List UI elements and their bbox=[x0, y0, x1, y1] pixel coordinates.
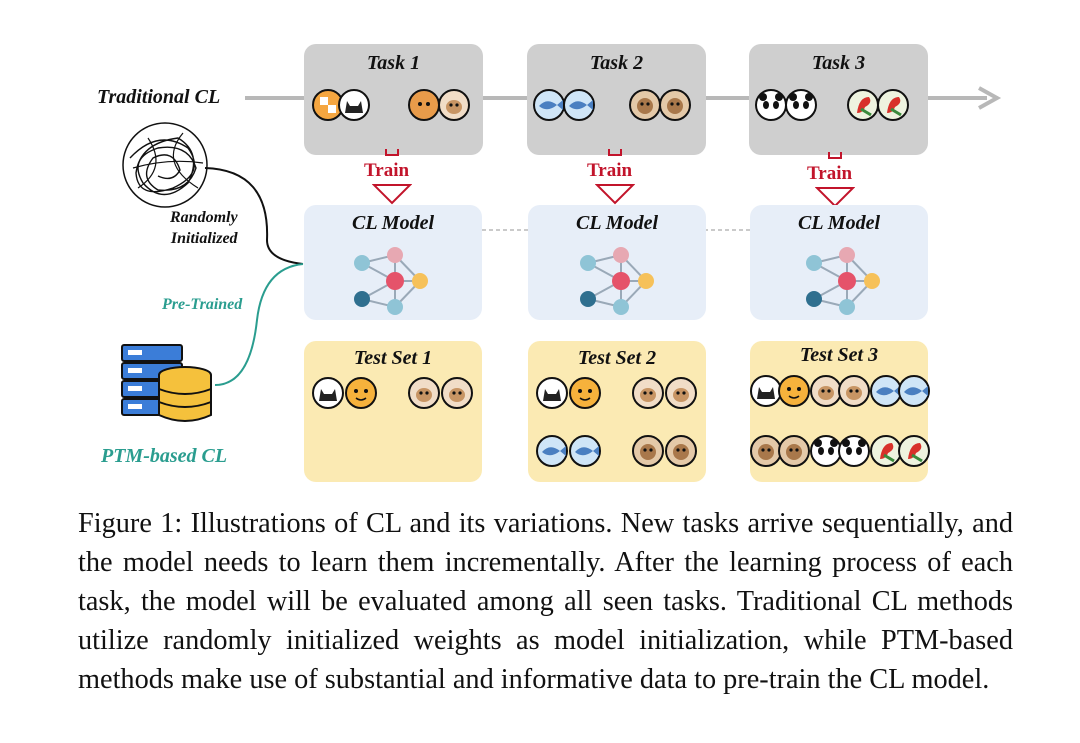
arrow-right-icon bbox=[978, 86, 1002, 110]
randomly-label: Randomly bbox=[170, 209, 238, 226]
task-box-2: Task 2 bbox=[527, 44, 706, 155]
database-icon bbox=[121, 344, 212, 422]
monkey-icon bbox=[750, 435, 810, 467]
test-set-title: Test Set 2 bbox=[577, 347, 657, 369]
traditional-cl-label: Traditional CL bbox=[97, 86, 221, 108]
dog-icon bbox=[408, 377, 473, 409]
figure-caption: Figure 1: Illustrations of CL and its va… bbox=[78, 504, 1013, 699]
init-curves bbox=[204, 167, 304, 386]
test-set-title: Test Set 1 bbox=[353, 347, 433, 369]
model-title: CL Model bbox=[351, 212, 435, 234]
test-set-box-2: Test Set 2 bbox=[528, 341, 706, 482]
task-box-1: Task 1 bbox=[304, 44, 483, 155]
cat-icon bbox=[312, 377, 377, 409]
neural-network-icon bbox=[579, 247, 655, 315]
model-title: CL Model bbox=[575, 212, 659, 234]
parrot-icon bbox=[870, 434, 931, 468]
fish-icon bbox=[533, 89, 595, 121]
test-set-box-3: Test Set 3 bbox=[750, 341, 931, 482]
dog-icon bbox=[408, 89, 470, 121]
fish-icon bbox=[870, 375, 930, 407]
cat-icon bbox=[536, 377, 601, 409]
randomly-initialized-label: Randomly Initialized bbox=[170, 207, 238, 249]
fish-icon bbox=[536, 435, 601, 467]
train-arrow-icon bbox=[372, 149, 412, 205]
tangled-weights-icon bbox=[122, 122, 208, 208]
cl-model-box-3: CL Model bbox=[750, 205, 928, 320]
pretrained-label: Pre-Trained bbox=[162, 296, 243, 313]
monkey-icon bbox=[629, 89, 691, 121]
task-title: Task 3 bbox=[811, 52, 866, 74]
neural-network-icon bbox=[805, 247, 881, 315]
cl-model-box-1: CL Model bbox=[304, 205, 482, 320]
cat-icon bbox=[312, 89, 370, 121]
initialized-label: Initialized bbox=[170, 230, 238, 247]
task-title: Task 1 bbox=[366, 52, 421, 74]
task-box-3: Task 3 bbox=[749, 44, 928, 155]
panda-icon bbox=[755, 89, 817, 121]
parrot-icon bbox=[847, 88, 910, 122]
panda-icon bbox=[810, 435, 870, 467]
ptm-based-cl-label: PTM-based CL bbox=[101, 445, 228, 467]
train-arrow-icon bbox=[595, 149, 635, 205]
caption-text: Figure 1: Illustrations of CL and its va… bbox=[78, 508, 1013, 695]
monkey-icon bbox=[632, 435, 697, 467]
task-title: Task 2 bbox=[589, 52, 644, 74]
model-title: CL Model bbox=[797, 212, 881, 234]
neural-network-icon bbox=[353, 247, 429, 315]
dog-icon bbox=[632, 377, 697, 409]
cat-icon bbox=[750, 375, 810, 407]
train-arrow-icon bbox=[815, 152, 855, 208]
train-label: Train bbox=[587, 160, 633, 181]
test-set-box-1: Test Set 1 bbox=[304, 341, 482, 482]
dog-icon bbox=[810, 375, 870, 407]
cl-model-box-2: CL Model bbox=[528, 205, 706, 320]
test-set-title: Test Set 3 bbox=[799, 344, 879, 366]
model-connector bbox=[482, 229, 750, 231]
train-label: Train bbox=[807, 163, 853, 184]
train-label: Train bbox=[364, 160, 410, 181]
